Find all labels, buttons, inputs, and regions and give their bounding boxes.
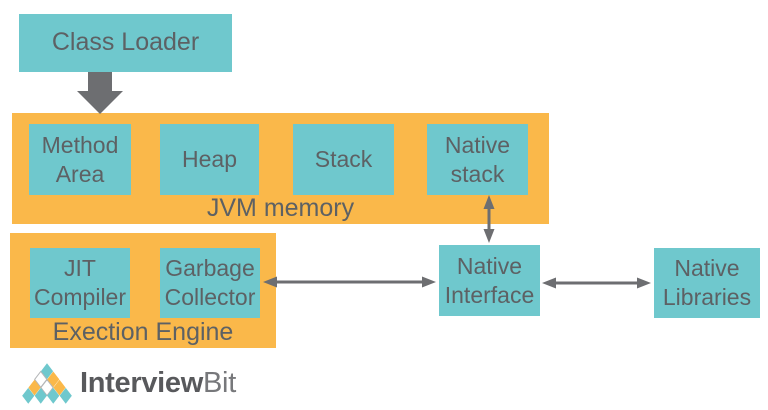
interviewbit-logo: InterviewBit (22, 361, 236, 405)
native-interface-box: Native Interface (439, 245, 540, 316)
interviewbit-logo-text: InterviewBit (80, 367, 236, 400)
class-loader-down-arrow (77, 72, 123, 114)
jvm-memory-label: JVM memory (206, 194, 355, 222)
execution-engine-container: JIT Compiler Garbage Collector Exection … (10, 233, 276, 348)
heap-box: Heap (160, 124, 259, 195)
stack-box: Stack (293, 124, 394, 195)
native-libraries-box: Native Libraries (654, 248, 760, 318)
execution-engine-label: Exection Engine (52, 318, 234, 346)
garbage-collector-box: Garbage Collector (160, 248, 260, 318)
engine-interface-arrow (263, 276, 436, 288)
logo-text-bit: Bit (203, 366, 236, 399)
method-area-box: Method Area (29, 124, 131, 195)
logo-text-interview: Interview (80, 366, 204, 399)
interface-libraries-arrow (542, 277, 651, 289)
class-loader-box: Class Loader (19, 14, 232, 72)
native-stack-box: Native stack (427, 124, 528, 195)
jvm-memory-container: Method Area Heap Stack Native stack JVM … (12, 113, 549, 224)
jit-compiler-box: JIT Compiler (30, 248, 130, 318)
interviewbit-pyramid-icon (22, 362, 72, 404)
